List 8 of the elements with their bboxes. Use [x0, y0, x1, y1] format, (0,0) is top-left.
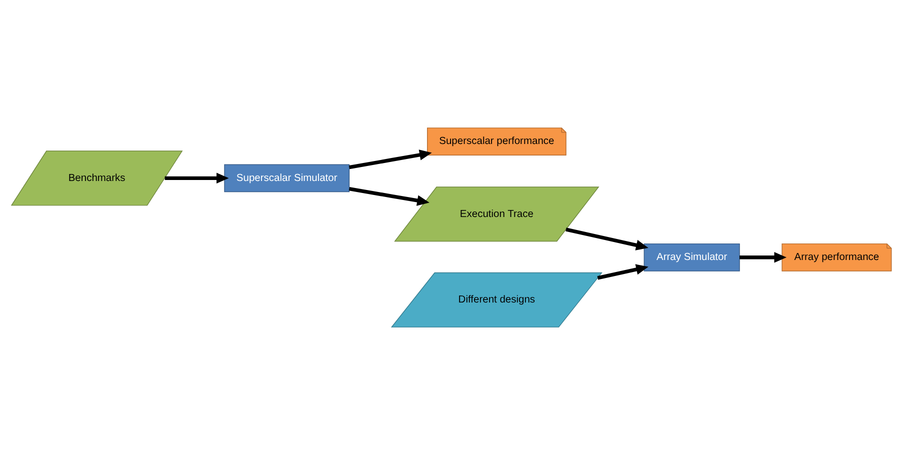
node-box: Superscalar Simulator — [224, 164, 350, 192]
arrow — [348, 149, 432, 169]
arrow — [566, 227, 648, 250]
arrow — [597, 264, 648, 280]
arrow — [164, 172, 229, 184]
node-box: Array Simulator — [644, 242, 740, 271]
arrow — [348, 186, 430, 206]
arrow — [740, 252, 786, 262]
